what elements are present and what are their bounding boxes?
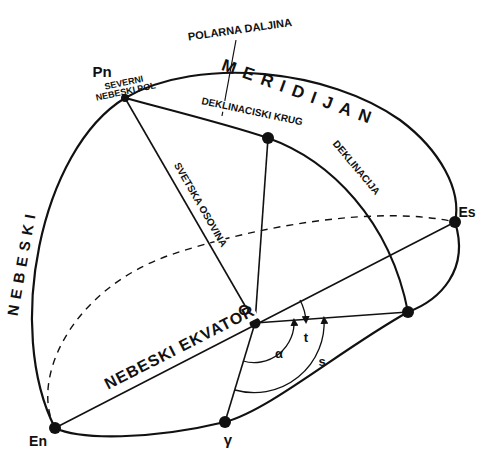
- point-label: O: [237, 302, 251, 318]
- pole-label: Pn: [91, 64, 112, 80]
- point-label: En: [28, 434, 48, 449]
- hour-dot: [402, 306, 414, 318]
- equator-front: [55, 222, 459, 436]
- angle-arc: [300, 300, 306, 322]
- point-label: Es: [457, 205, 476, 220]
- equator-diameter: [55, 222, 455, 428]
- circle-label: DEKLINACISKI KRUG: [199, 96, 304, 128]
- declination-circle: [125, 98, 408, 312]
- declination-label: DEKLINACIJA: [330, 138, 383, 198]
- angle-arc: [235, 318, 324, 393]
- world-axis: [125, 98, 255, 323]
- vernal-radius: [225, 323, 255, 422]
- note-label: POLARNA DALJINA: [186, 17, 293, 43]
- angle-label: α: [274, 347, 284, 361]
- equator-label: NEBESKI EKVATOR: [101, 302, 258, 393]
- vernal-dot: [219, 416, 231, 428]
- star-radius: [255, 138, 268, 323]
- equator-back: [48, 216, 455, 428]
- axis-label: SVETSKA OSOVINA: [171, 160, 229, 250]
- sphere-label: NEBESKI: [5, 206, 40, 318]
- point-label: γ: [223, 432, 233, 448]
- angle-label: s: [317, 355, 326, 369]
- star-dot: [262, 132, 274, 144]
- east-dot: [49, 422, 61, 434]
- angle-arc: [243, 320, 294, 363]
- angle-label: t: [303, 331, 309, 345]
- meridian-arc: [32, 73, 456, 428]
- hour-radius: [255, 312, 408, 323]
